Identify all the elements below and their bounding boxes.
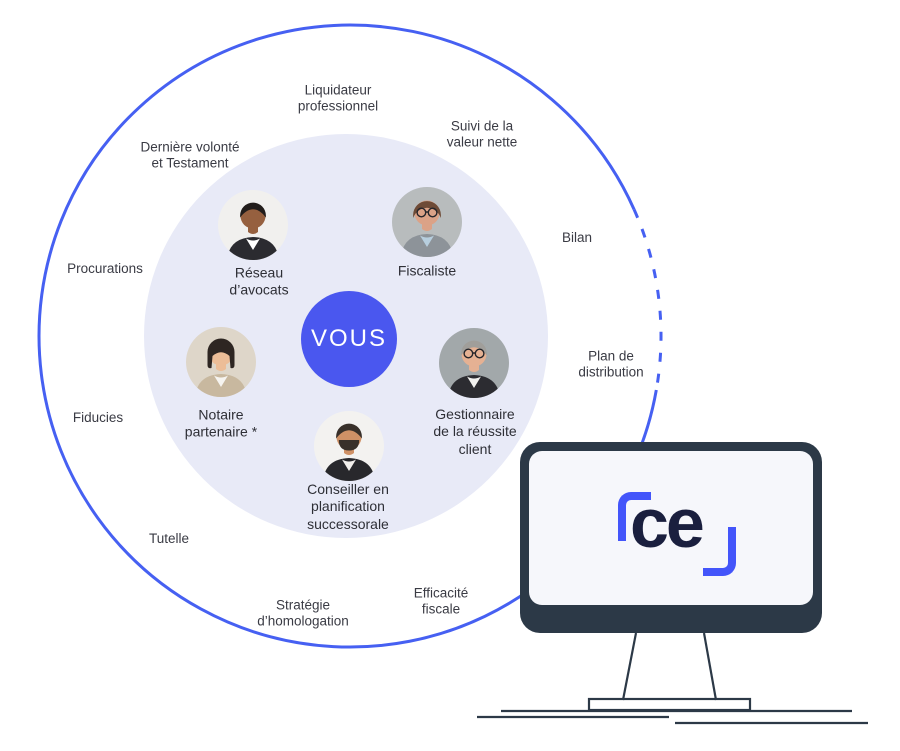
- service-label-efficacite-fiscale: Efficacité fiscale: [413, 585, 469, 617]
- service-label-strategie-homologation: Stratégie d’homologation: [257, 597, 349, 629]
- avatar-gestionnaire-reussite: [439, 328, 509, 398]
- ce-logo-text: ce: [630, 484, 705, 562]
- logo-bracket-bottomright-icon: [703, 527, 736, 576]
- orbit-ring-dashed-arc: [632, 208, 663, 391]
- avatar-conseiller-planification: [314, 411, 384, 481]
- vous-circle: VOUS: [301, 291, 397, 387]
- monitor-screen: ce: [529, 451, 813, 605]
- service-label-derniere-volonte: Dernière volonté et Testament: [140, 139, 240, 171]
- avatar-reseau-avocats: [218, 190, 288, 260]
- service-label-plan-distribution: Plan de distribution: [578, 348, 644, 380]
- team-member-label-gestionnaire-reussite: Gestionnaire de la réussite client: [433, 405, 517, 457]
- avatar-fiscaliste: [392, 187, 462, 257]
- orbit-ring-solid-arc: [37, 23, 658, 649]
- service-label-procurations: Procurations: [67, 260, 143, 276]
- service-label-liquidateur-professionnel: Liquidateur professionnel: [297, 82, 379, 114]
- stand-leg-right: [702, 632, 718, 701]
- team-member-label-conseiller-planification: Conseiller en planification successorale: [307, 480, 389, 532]
- stand-base: [587, 697, 752, 712]
- monitor-illustration: ce: [520, 442, 822, 633]
- service-label-fiducies: Fiducies: [72, 409, 124, 425]
- stand-leg-left: [621, 632, 638, 701]
- service-label-bilan: Bilan: [561, 229, 593, 245]
- logo-bracket-topleft-icon: [618, 492, 651, 541]
- service-label-tutelle: Tutelle: [148, 530, 190, 546]
- avatar-notaire-partenaire: [186, 327, 256, 397]
- vous-label: VOUS: [310, 325, 387, 352]
- team-member-label-notaire-partenaire: Notaire partenaire *: [184, 406, 258, 440]
- service-label-suivi-valeur-nette: Suivi de la valeur nette: [446, 118, 518, 150]
- team-member-label-reseau-avocats: Réseau d’avocats: [229, 264, 289, 298]
- team-member-label-fiscaliste: Fiscaliste: [397, 262, 457, 279]
